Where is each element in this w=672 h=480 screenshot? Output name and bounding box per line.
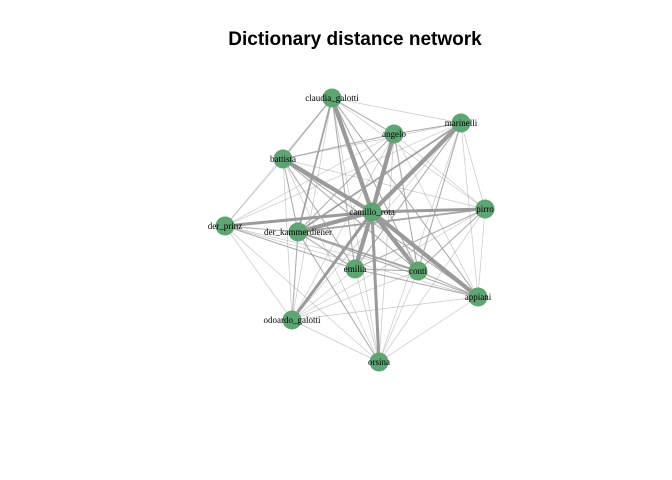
edge-angelo-der_kammerdiener (297, 133, 395, 233)
edge-marinelli-conti (417, 122, 462, 272)
edge-appiani-odoardo_galotti (291, 296, 479, 321)
edge-conti-orsina (378, 270, 419, 363)
edge-pirro-appiani (477, 208, 486, 298)
edge-angelo-der_prinz (224, 133, 395, 227)
node-label-appiani: appiani (465, 292, 492, 302)
edge-battista-emilia (282, 158, 356, 270)
edge-angelo-battista (282, 133, 395, 160)
node-label-camillo_rota: camillo_rota (349, 207, 394, 217)
edge-camillo_rota-der_kammerdiener (295, 209, 375, 235)
node-appiani (468, 287, 488, 307)
edge-camillo_rota-orsina (370, 210, 381, 364)
edge-claudia_galotti-emilia (331, 97, 356, 270)
edge-angelo-emilia (354, 133, 395, 270)
edge-pirro-der_kammerdiener (297, 208, 486, 233)
node-label-pirro: pirro (476, 204, 494, 214)
node-odoardo_galotti (282, 310, 302, 330)
edge-angelo-marinelli (393, 122, 462, 135)
edge-conti-odoardo_galotti (291, 270, 419, 321)
node-label-odoardo_galotti: odoardo_galotti (264, 315, 321, 325)
edge-der_kammerdiener-appiani (297, 231, 479, 298)
edge-battista-odoardo_galotti (282, 158, 293, 321)
node-label-der_prinz: der_prinz (208, 221, 242, 231)
edge-battista-appiani (282, 158, 479, 298)
node-emilia (345, 259, 365, 279)
edge-angelo-conti (393, 133, 419, 272)
edge-conti-appiani (417, 270, 479, 298)
edge-camillo_rota-pirro (370, 207, 487, 214)
edge-battista-pirro (282, 158, 486, 210)
node-label-marinelli: marinelli (445, 118, 478, 128)
edge-pirro-emilia (354, 208, 486, 270)
node-label-angelo: angelo (382, 129, 406, 139)
node-der_kammerdiener (288, 222, 308, 242)
edge-emilia-conti (354, 268, 419, 272)
edges-layer (223, 95, 487, 364)
node-label-orsina: orsina (368, 357, 390, 367)
node-label-claudia_galotti: claudia_galotti (305, 93, 359, 103)
node-conti (408, 261, 428, 281)
edge-claudia_galotti-odoardo_galotti (291, 97, 333, 321)
edge-pirro-conti (417, 208, 486, 272)
edge-marinelli-orsina (378, 122, 462, 363)
edge-der_kammerdiener-orsina (297, 231, 380, 363)
edge-battista-conti (282, 158, 419, 272)
edge-claudia_galotti-orsina (331, 97, 380, 363)
edge-claudia_galotti-conti (331, 97, 419, 272)
edge-der_prinz-odoardo_galotti (224, 225, 293, 321)
edge-appiani-orsina (378, 296, 479, 363)
edge-camillo_rota-marinelli (369, 120, 464, 215)
node-label-battista: battista (270, 154, 296, 164)
node-claudia_galotti (322, 88, 342, 108)
edge-claudia_galotti-angelo (331, 97, 395, 135)
edge-claudia_galotti-der_kammerdiener (297, 97, 333, 233)
edge-angelo-pirro (393, 133, 486, 210)
edge-marinelli-emilia (354, 122, 462, 270)
node-battista (273, 149, 293, 169)
edge-claudia_galotti-pirro (331, 97, 486, 210)
edge-battista-der_kammerdiener (282, 158, 299, 233)
node-camillo_rota (362, 202, 382, 222)
edge-marinelli-battista (282, 122, 462, 160)
node-label-emilia: emilia (344, 264, 367, 274)
node-der_prinz (215, 216, 235, 236)
edge-emilia-appiani (354, 268, 479, 298)
edge-marinelli-der_kammerdiener (297, 122, 462, 233)
node-pirro (475, 199, 495, 219)
edge-angelo-orsina (378, 133, 395, 363)
node-label-der_kammerdiener: der_kammerdiener (264, 227, 332, 237)
edge-der_kammerdiener-emilia (297, 231, 356, 270)
edge-camillo_rota-appiani (369, 209, 481, 300)
edge-der_kammerdiener-odoardo_galotti (291, 231, 299, 321)
node-marinelli (451, 113, 471, 133)
edge-marinelli-der_prinz (224, 122, 462, 227)
edge-claudia_galotti-marinelli (331, 97, 462, 124)
edge-emilia-orsina (354, 268, 380, 363)
edge-der_prinz-orsina (224, 225, 380, 363)
edge-emilia-odoardo_galotti (291, 268, 356, 321)
edge-der_kammerdiener-conti (297, 231, 419, 272)
node-label-conti: conti (409, 266, 427, 276)
edge-camillo_rota-odoardo_galotti (290, 210, 374, 322)
edge-der_prinz-emilia (224, 225, 356, 270)
edge-camillo_rota-claudia_galotti (329, 95, 375, 215)
node-orsina (369, 352, 389, 372)
edge-camillo_rota-battista (280, 156, 375, 215)
edge-battista-der_prinz (224, 158, 284, 227)
plot-title: Dictionary distance network (228, 29, 482, 50)
edge-der_prinz-der_kammerdiener (224, 225, 299, 233)
edge-odoardo_galotti-orsina (291, 319, 380, 363)
nodes-layer (215, 88, 495, 372)
edge-pirro-orsina (378, 208, 486, 363)
node-angelo (384, 124, 404, 144)
edge-marinelli-pirro (460, 122, 486, 210)
